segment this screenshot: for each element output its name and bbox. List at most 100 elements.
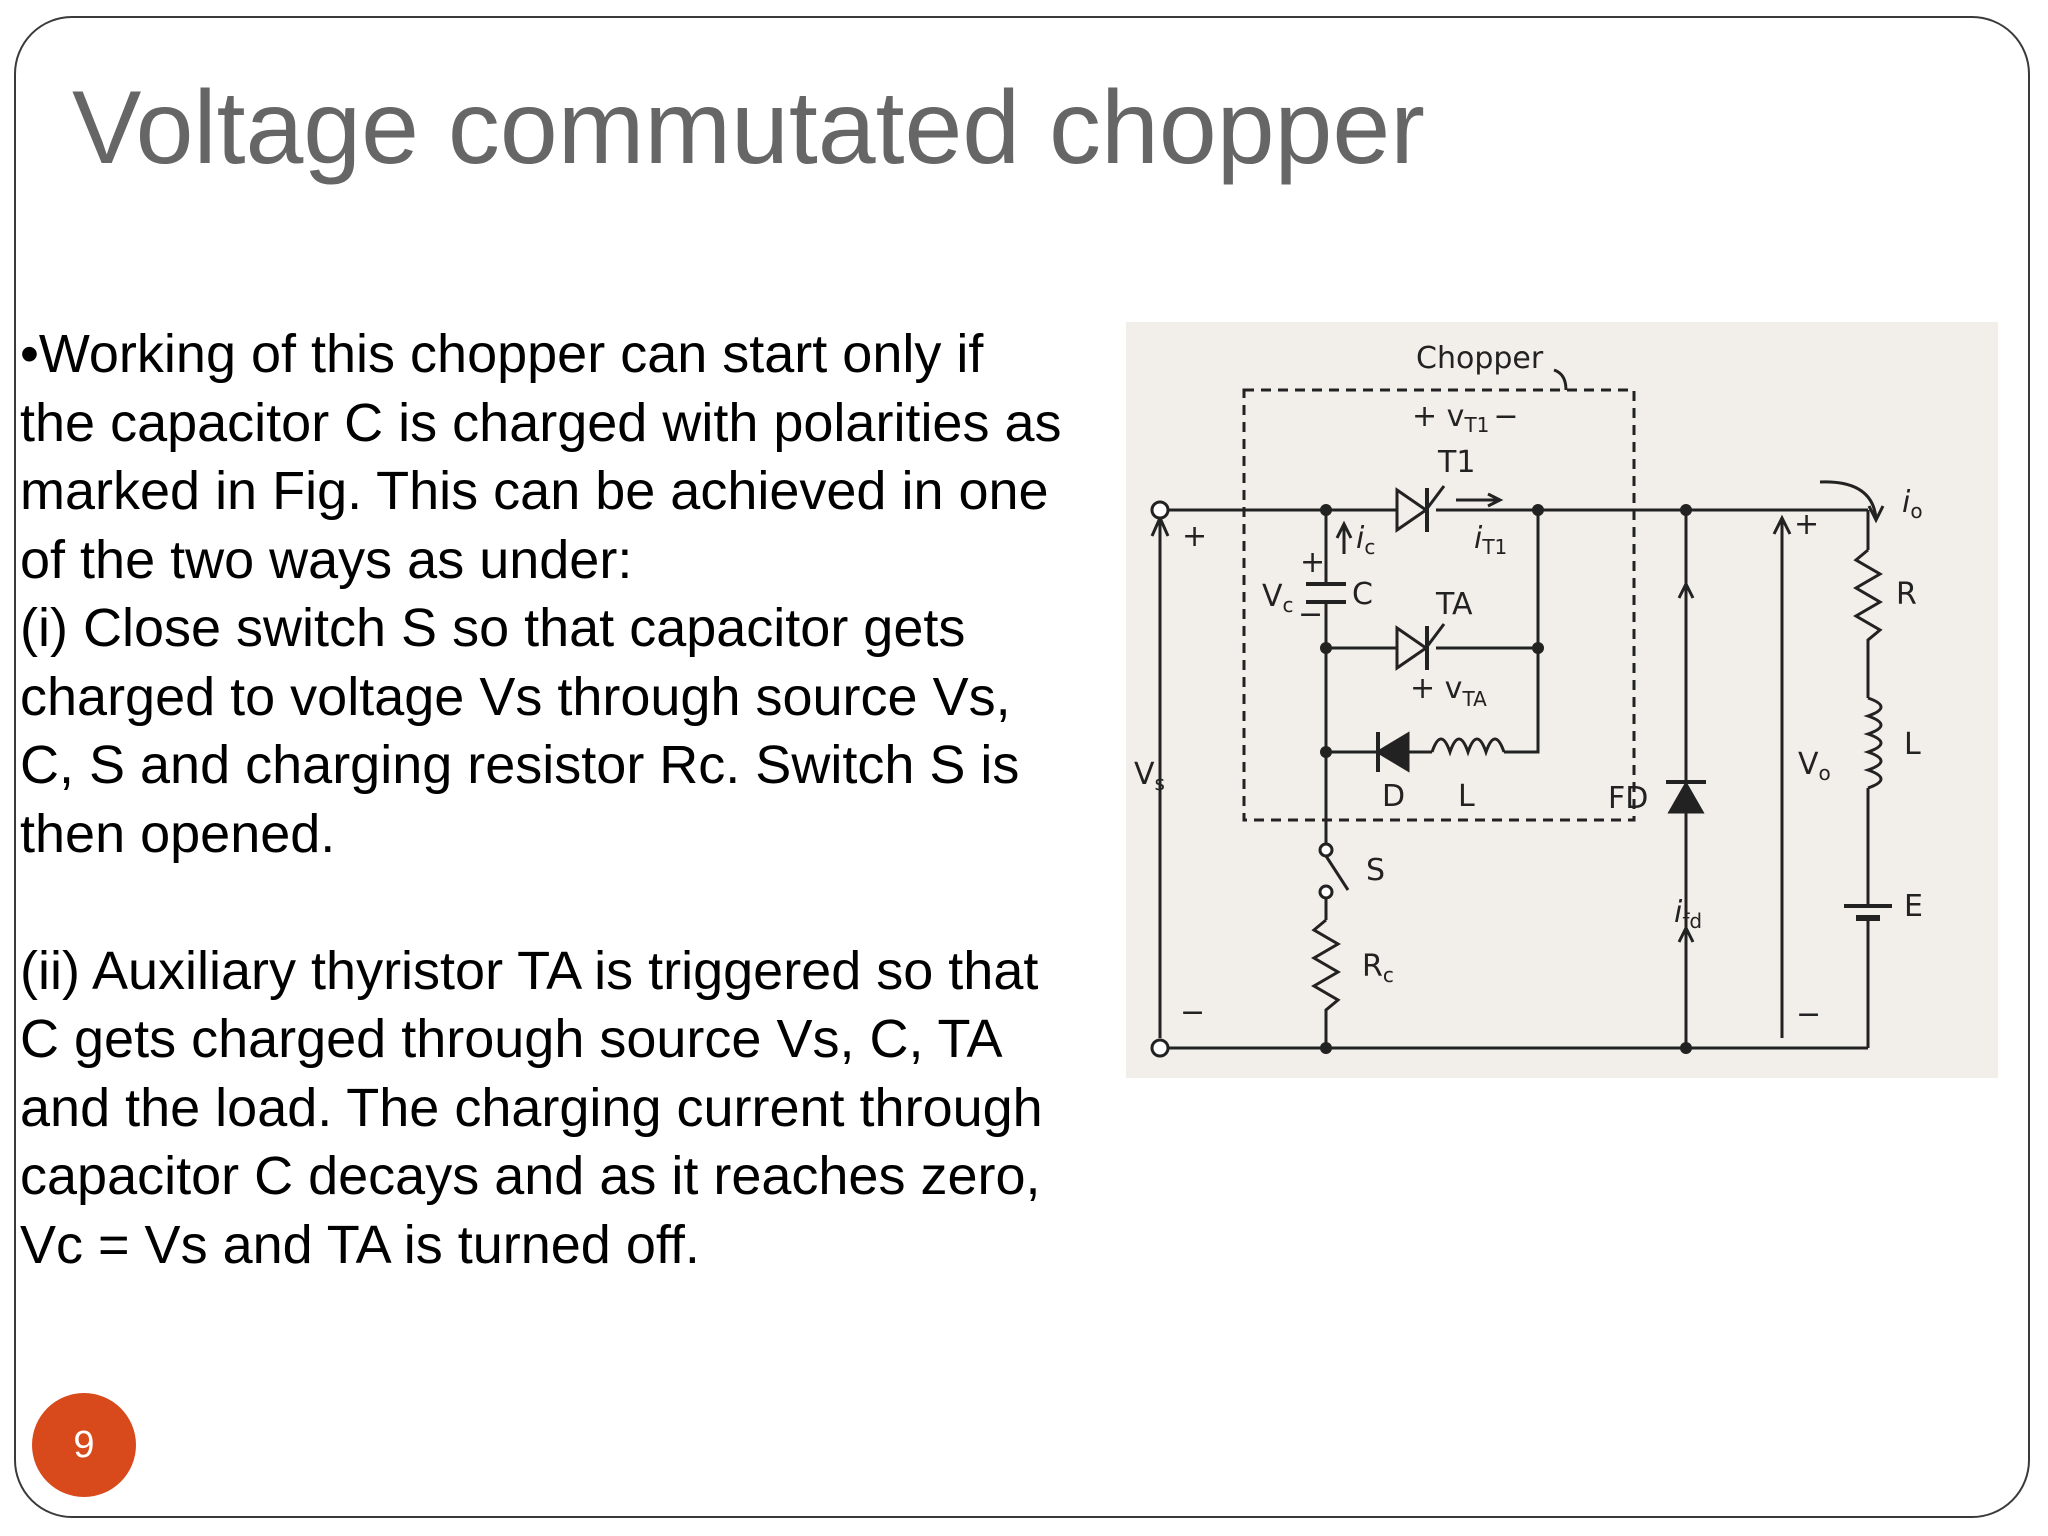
io-arrow (1819, 480, 1885, 524)
label-ta: TA (1435, 587, 1473, 622)
label-rc-sub: c (1383, 963, 1394, 987)
chopper-pointer (1553, 368, 1568, 391)
body-line: charged to voltage Vs through source Vs, (20, 666, 1011, 727)
junction-dot (1320, 1042, 1332, 1054)
label-vta-main: + v (1410, 671, 1462, 706)
load-resistor (1853, 548, 1883, 698)
slide-title: Voltage commutated chopper (72, 70, 1425, 186)
label-d: D (1382, 779, 1405, 814)
body-line: (ii) Auxiliary thyristor TA is triggered… (20, 940, 1039, 1001)
body-line: •Working of this chopper can start only … (20, 324, 984, 384)
label-vc: Vc (1262, 579, 1294, 617)
label-vta-sub: TA (1461, 687, 1487, 711)
label-vo: Vo (1798, 747, 1831, 785)
ic-arrow (1335, 520, 1353, 554)
junction-dot (1320, 504, 1332, 516)
junction-dot (1680, 1042, 1692, 1054)
label-vc-sub: c (1283, 593, 1294, 617)
label-vt1: + vT1− (1412, 399, 1519, 437)
label-cap-plus: + (1300, 545, 1325, 580)
body-line: Vc = Vs and TA is turned off. (20, 1214, 700, 1275)
body-line: capacitor C decays and as it reaches zer… (20, 1146, 1041, 1206)
chopper-boundary (1242, 388, 1636, 822)
label-ic: ic (1356, 521, 1375, 559)
label-vs: Vs (1134, 757, 1165, 795)
thyristor-ta-gate (1424, 623, 1446, 649)
source-terminal-positive (1150, 500, 1170, 520)
junction-dot (1320, 642, 1332, 654)
label-ifd: ifd (1674, 895, 1702, 933)
label-rc: Rc (1362, 949, 1394, 987)
label-e: E (1904, 889, 1923, 924)
label-ifd-main: i (1674, 895, 1683, 930)
label-vo-main: V (1798, 747, 1819, 782)
label-source-plus: + (1182, 519, 1207, 554)
ifd-arrow (1677, 924, 1695, 962)
body-line: C, S and charging resistor Rc. Switch S … (20, 735, 1020, 795)
label-source-minus: − (1180, 995, 1205, 1030)
label-l-comm: L (1458, 779, 1475, 814)
wire (1504, 742, 1540, 754)
label-io-main: i (1902, 485, 1911, 520)
label-vs-sub: s (1155, 771, 1165, 795)
figure-background (1126, 322, 1998, 1078)
commutating-inductor (1430, 737, 1506, 757)
page-number-badge: 9 (32, 1393, 136, 1497)
label-io: io (1902, 485, 1923, 523)
label-it1-main: i (1474, 521, 1483, 556)
label-s: S (1366, 853, 1385, 888)
label-it1: iT1 (1474, 521, 1507, 559)
body-line: marked in Fig. This can be achieved in o… (20, 461, 1049, 521)
switch-blade (1324, 855, 1350, 891)
label-vt1-main: + v (1412, 399, 1464, 434)
label-cap-minus: − (1298, 597, 1323, 632)
circuit-figure: Chopper + vT1− T1 iT1 ic + C Vc − TA + v… (1126, 322, 1998, 1078)
thyristor-ta (1395, 625, 1429, 671)
switch-contact (1318, 842, 1334, 858)
label-vt1-sub: T1 (1463, 413, 1489, 437)
label-c: C (1352, 577, 1373, 612)
thyristor-t1 (1395, 487, 1429, 533)
capacitor-symbol (1306, 582, 1346, 604)
label-vo-sub: o (1819, 761, 1831, 785)
label-ic-main: i (1356, 521, 1365, 556)
switch-contact (1318, 884, 1334, 900)
label-ifd-sub: fd (1682, 909, 1702, 933)
freewheeling-diode (1667, 780, 1705, 814)
label-r: R (1896, 577, 1917, 612)
source-terminal-negative (1150, 1038, 1170, 1058)
body-line: then opened. (20, 803, 336, 864)
label-l-load: L (1904, 727, 1921, 762)
body-line: the capacitor C is charged with polariti… (20, 392, 1062, 453)
label-load-minus: − (1796, 997, 1821, 1032)
body-line: C gets charged through source Vs, C, TA (20, 1009, 1003, 1069)
junction-dot (1532, 642, 1544, 654)
label-chopper: Chopper (1416, 341, 1544, 376)
label-vt1-minus: − (1493, 399, 1518, 434)
label-fd: FD (1608, 781, 1648, 816)
body-line: (i) Close switch S so that capacitor get… (20, 598, 966, 658)
label-vta: + vTA (1410, 671, 1487, 711)
label-vc-main: V (1262, 579, 1283, 614)
junction-dot (1320, 746, 1332, 758)
body-line: and the load. The charging current throu… (20, 1077, 1043, 1138)
load-inductor (1863, 696, 1883, 790)
charging-resistor (1311, 918, 1341, 1048)
label-vs-main: V (1134, 757, 1155, 792)
label-it1-sub: T1 (1481, 535, 1507, 559)
junction-dot (1680, 504, 1692, 516)
circuit-diagram: Chopper + vT1− T1 iT1 ic + C Vc − TA + v… (1126, 322, 1998, 1078)
junction-dot (1532, 504, 1544, 516)
fd-arrow-up (1677, 580, 1695, 622)
label-rc-main: R (1362, 949, 1383, 984)
label-t1: T1 (1437, 445, 1475, 480)
label-ic-sub: c (1364, 535, 1375, 559)
label-io-sub: o (1910, 499, 1922, 523)
body-line: of the two ways as under: (20, 529, 633, 590)
paragraph-spacer (20, 868, 1130, 937)
it1-arrow (1456, 492, 1504, 508)
thyristor-t1-gate (1424, 485, 1446, 511)
label-load-plus: + (1794, 507, 1819, 542)
body-text: •Working of this chopper can start only … (20, 320, 1130, 1279)
arrow-head (1772, 514, 1792, 535)
